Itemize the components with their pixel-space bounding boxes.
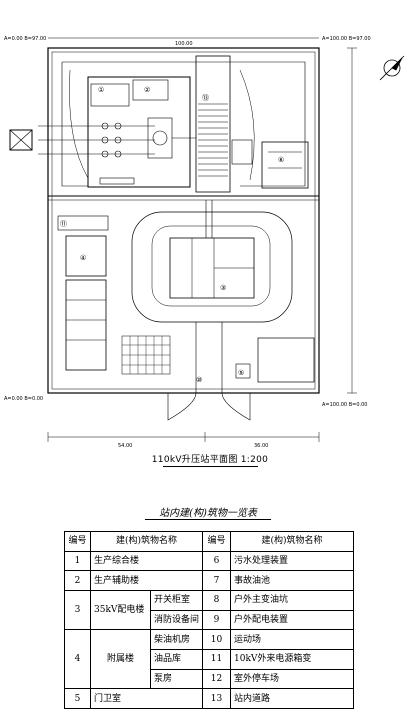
coord-left-bottom: A=0.00 B=0.00: [4, 396, 43, 402]
table-title: 站内建(构)筑物一览表: [159, 508, 257, 519]
road-upper: [61, 61, 306, 187]
dim-label-left: 54.00: [118, 443, 132, 449]
site-plan-drawing: A=0.00 B=97.00 A=0.00 B=0.00 A=100.00 B=…: [4, 36, 405, 449]
table-title-underline: [145, 519, 271, 520]
room-label-2: ②: [144, 86, 150, 94]
room-label-1: ①: [98, 86, 104, 94]
switchgear-equipment: [38, 117, 196, 185]
building-11-box: [257, 337, 315, 383]
building-1-label-box: [90, 83, 130, 107]
site-boundary-inner: [51, 51, 316, 390]
dim-label-right: 36.00: [254, 443, 268, 449]
room-label-6: ⑥: [278, 156, 284, 164]
building-4: [65, 279, 107, 371]
coord-right-top: A=100.00 B=97.00: [322, 36, 371, 42]
table-row: 1 生产综合楼 6 污水处理装置: [64, 550, 354, 572]
room-label-5: ⑤: [238, 369, 244, 377]
outdoor-switchyard: [87, 76, 191, 188]
header-no-left: 编号: [64, 531, 91, 552]
room-label-11: ⑪: [60, 220, 67, 228]
plan-title-underline: [163, 466, 258, 467]
building-2: [65, 235, 107, 277]
table-row: 消防设备间 9 户外配电装置: [65, 609, 354, 631]
table-row: 2 生产辅助楼 7 事故油池: [64, 570, 354, 591]
room-label-3: ③: [220, 284, 226, 292]
table-row: 油品库 11 10kV外来电源箱变: [65, 648, 354, 670]
coord-right-bottom: A=100.00 B=0.00: [322, 402, 367, 408]
header-name-left: 建(构)筑物名称: [89, 531, 204, 552]
entrance-road: [195, 322, 223, 393]
gatehouse: [235, 363, 251, 379]
dim-label-top: 100.00: [175, 41, 193, 47]
room-label-13: ⑬: [202, 94, 209, 102]
north-arrow-icon: [379, 55, 405, 81]
table-header-row: 编号 建(构)筑物名称 编号 建(构)筑物名称: [64, 531, 354, 552]
table-row: 4 附属楼 柴油机房 10 运动场: [64, 629, 354, 690]
header-name-right: 建(构)筑物名称: [230, 531, 354, 552]
building-6-sewage: [261, 141, 309, 189]
site-boundary: [47, 47, 320, 394]
header-no-right: 编号: [202, 531, 232, 552]
table-row: 3 35kV配电楼 开关柜室 8 户外主变油坑: [64, 589, 354, 631]
building-list-table: 编号 建(构)筑物名称 编号 建(构)筑物名称 1 生产综合楼 6 污水处理装置…: [64, 531, 354, 709]
table-row: 5 门卫室 13 站内道路: [64, 688, 354, 709]
incoming-line-box: [9, 129, 33, 151]
room-label-10: ⑩: [196, 376, 202, 384]
room-label-4: ④: [80, 254, 86, 262]
plan-title: 110kV升压站平面图 1:200: [151, 455, 269, 465]
dimension-lines: [47, 37, 357, 442]
control-building: [195, 55, 231, 193]
coord-left-top: A=0.00 B=97.00: [4, 36, 46, 42]
